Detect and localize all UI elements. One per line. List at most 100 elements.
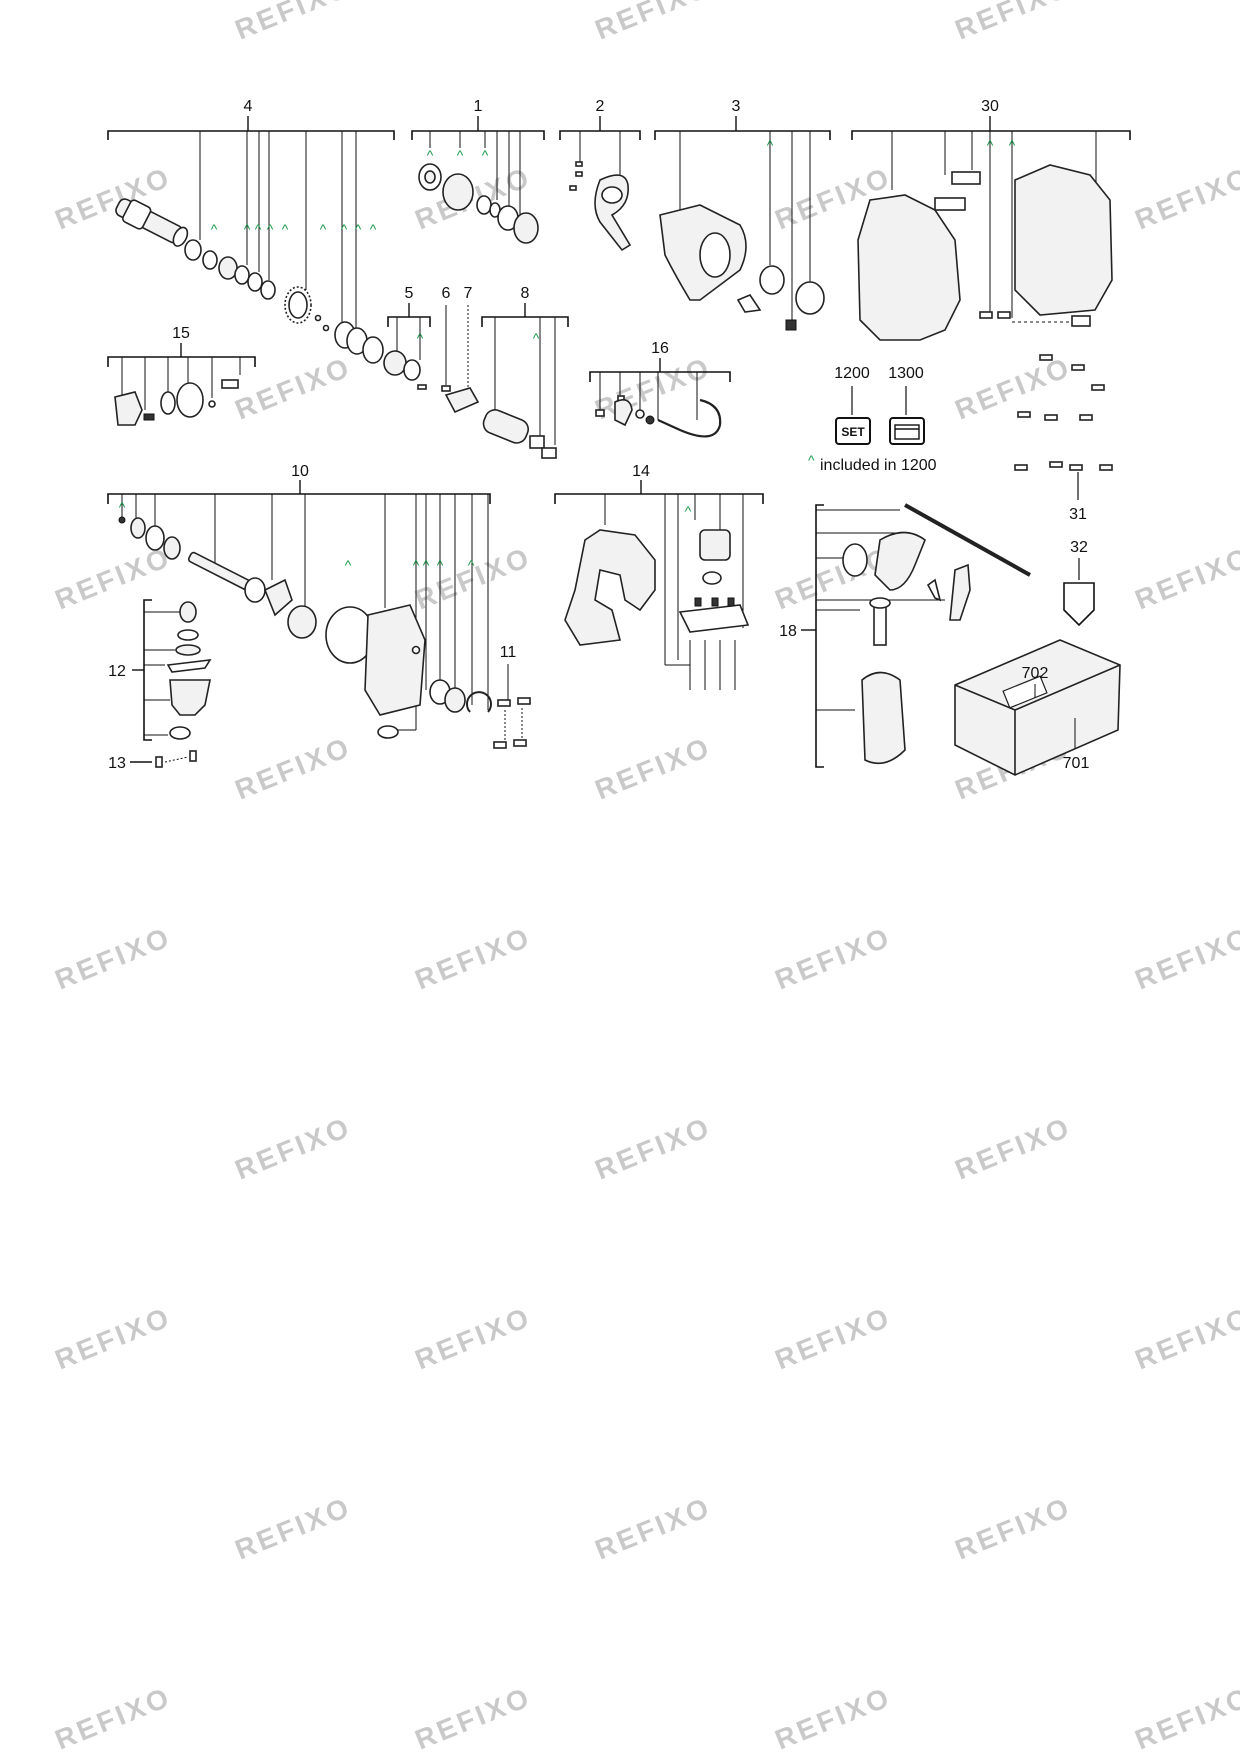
callout-label: 702 xyxy=(1022,665,1049,682)
watermark-text: REFIXO xyxy=(411,1681,536,1754)
callout-label: 14 xyxy=(632,463,650,480)
marker: ^ xyxy=(267,221,274,237)
marker: ^ xyxy=(211,221,218,237)
svg-text:^: ^ xyxy=(808,452,815,468)
callout-label: 7 xyxy=(464,285,473,302)
watermark-text: REFIXO xyxy=(51,1301,176,1376)
callout-702: 702 xyxy=(1022,665,1049,698)
watermark-text: REFIXO xyxy=(51,1681,176,1754)
callout-label: 6 xyxy=(442,285,451,302)
watermark-text: REFIXO xyxy=(231,351,356,426)
watermark-text: REFIXO xyxy=(591,731,716,806)
callout-5: 5 ^ xyxy=(383,285,431,390)
svg-text:SET: SET xyxy=(841,425,865,439)
housing-right-shape xyxy=(1014,164,1113,316)
gear-housing-shape xyxy=(364,604,426,716)
callout-label: 30 xyxy=(981,98,999,115)
callout-14: 14 ^ xyxy=(554,463,764,690)
watermark-text: REFIXO xyxy=(411,921,536,996)
watermark-text: REFIXO xyxy=(771,921,896,996)
marker: ^ xyxy=(255,221,262,237)
callout-label: 2 xyxy=(596,98,605,115)
side-handle-shape xyxy=(861,671,906,765)
watermark-text: REFIXO xyxy=(591,1491,716,1566)
marker: ^ xyxy=(370,221,377,237)
watermark-text: REFIXO xyxy=(771,1681,896,1754)
callout-1300: 1300 xyxy=(888,365,925,445)
marker: ^ xyxy=(119,499,126,515)
callout-label: 11 xyxy=(500,644,517,661)
watermark-text: REFIXO xyxy=(591,0,716,46)
callout-label: 10 xyxy=(291,463,309,480)
callout-31: 31 xyxy=(1014,354,1113,523)
callout-label: 5 xyxy=(405,285,414,302)
callout-label: 16 xyxy=(651,340,669,357)
watermark-text: REFIXO xyxy=(411,541,536,616)
included-note: ^ included in 1200 xyxy=(808,452,937,474)
marker: ^ xyxy=(423,557,430,573)
callout-1200: 1200 SET xyxy=(834,365,871,445)
callout-label: 32 xyxy=(1070,539,1088,556)
svg-text:included in 1200: included in 1200 xyxy=(820,457,937,474)
watermark-text: REFIXO xyxy=(231,0,356,46)
callout-12: 12 xyxy=(108,599,212,741)
marker: ^ xyxy=(482,147,489,163)
callout-8: 8 ^ xyxy=(481,285,569,459)
callout-3: 3 ^ xyxy=(654,98,831,331)
callout-10: 10 ^ ^ ^ ^ ^ ^ xyxy=(107,463,492,739)
marker: ^ xyxy=(244,221,251,237)
callout-30: 30 ^ ^ xyxy=(851,98,1131,341)
watermark-text: REFIXO xyxy=(231,1491,356,1566)
callout-1: 1 ^ ^ ^ xyxy=(411,98,545,244)
spindle-parts xyxy=(115,198,384,364)
watermark-text: REFIXO xyxy=(231,1111,356,1186)
depth-rod xyxy=(904,503,1031,577)
watermark-text: REFIXO xyxy=(51,541,176,616)
marker: ^ xyxy=(413,557,420,573)
marker: ^ xyxy=(427,147,434,163)
callout-label: 1200 xyxy=(834,365,870,382)
callout-18: 18 xyxy=(779,503,1031,768)
marker: ^ xyxy=(341,221,348,237)
callout-13: 13 xyxy=(108,750,197,772)
set-icon: SET xyxy=(835,417,871,445)
callout-4: 4 ^ ^ ^ ^ ^ ^ ^ ^ ^ xyxy=(107,98,395,364)
handle-frame-shape xyxy=(564,529,656,646)
marker: ^ xyxy=(457,147,464,163)
watermark-text: REFIXO xyxy=(1131,921,1240,996)
callout-7: 7 xyxy=(444,285,480,414)
marker: ^ xyxy=(417,330,424,346)
marker: ^ xyxy=(345,557,352,573)
callout-15: 15 xyxy=(107,325,256,426)
marker: ^ xyxy=(437,557,444,573)
marker: ^ xyxy=(1009,137,1016,153)
marker: ^ xyxy=(355,221,362,237)
callout-2: 2 xyxy=(559,98,641,252)
marker: ^ xyxy=(320,221,327,237)
marker: ^ xyxy=(767,137,774,153)
marker: ^ xyxy=(282,221,289,237)
watermark-text: REFIXO xyxy=(411,1301,536,1376)
watermark-text: REFIXO xyxy=(591,1111,716,1186)
callout-label: 1300 xyxy=(888,365,924,382)
watermark-text: REFIXO xyxy=(771,1301,896,1376)
callout-label: 15 xyxy=(172,325,190,342)
marker: ^ xyxy=(533,330,540,346)
watermark-text: REFIXO xyxy=(951,0,1076,46)
callout-label: 1 xyxy=(474,98,483,115)
case-icon xyxy=(889,417,925,445)
watermark-text: REFIXO xyxy=(1131,1681,1240,1754)
watermark-text: REFIXO xyxy=(1131,541,1240,616)
callout-label: 31 xyxy=(1069,506,1087,523)
callout-32: 32 xyxy=(1063,539,1095,627)
watermark-text: REFIXO xyxy=(1131,1301,1240,1376)
watermark-text: REFIXO xyxy=(231,731,356,806)
callout-label: 13 xyxy=(108,755,126,772)
callout-11: 11 xyxy=(493,644,531,749)
callout-label: 4 xyxy=(244,98,253,115)
marker: ^ xyxy=(987,137,994,153)
callout-label: 18 xyxy=(779,623,797,640)
callout-6: 6 xyxy=(441,285,451,392)
callout-16: 16 xyxy=(589,340,731,438)
